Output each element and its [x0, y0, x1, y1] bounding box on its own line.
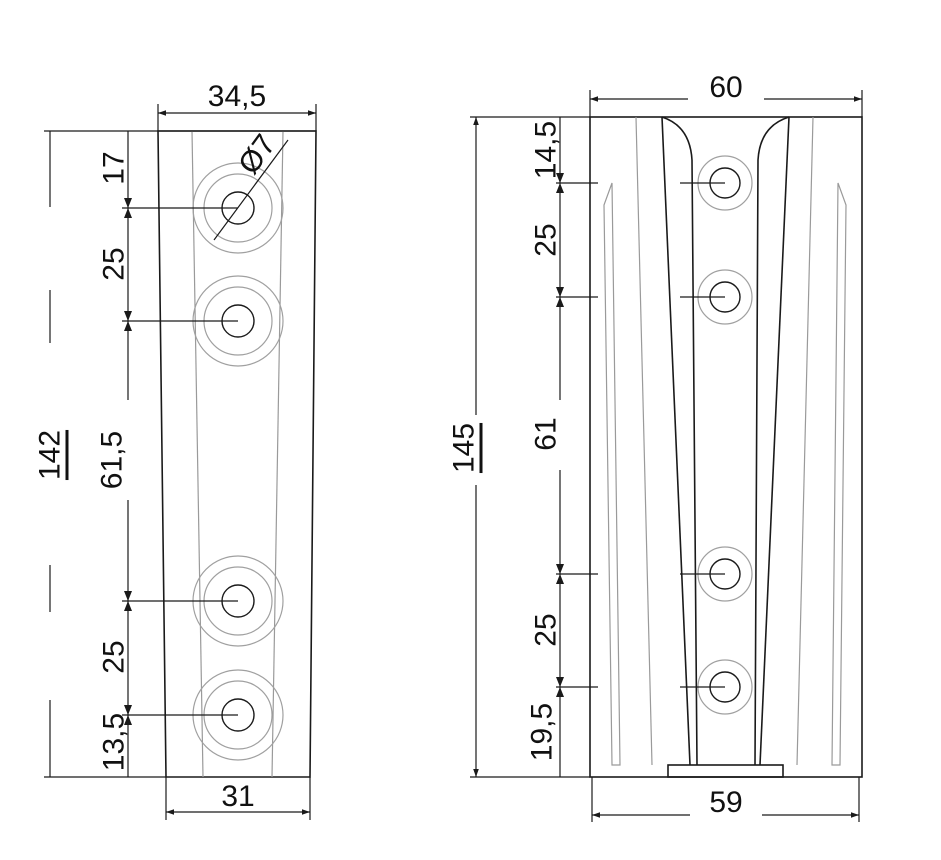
left-spacing-1-label: 17	[98, 151, 131, 184]
hole-diameter-label: Ø7	[232, 129, 282, 181]
right-spacing-4-label: 25	[530, 613, 563, 646]
right-overall-height-dimension: 145	[448, 116, 590, 778]
left-part-outline	[157, 130, 317, 778]
left-top-width-label: 34,5	[208, 80, 266, 113]
left-spacing-2-label: 25	[98, 247, 131, 280]
right-top-width-label: 60	[709, 71, 742, 104]
left-spacing-4-label: 25	[98, 640, 131, 673]
left-bottom-width-label: 31	[221, 780, 254, 813]
left-view: 34,5 31 Ø7 142	[34, 80, 317, 820]
right-spacing-5-label: 19,5	[526, 703, 559, 761]
left-bottom-width-dimension: 31	[165, 777, 311, 820]
right-view: 60 59 145	[448, 71, 863, 822]
right-bottom-width-label: 59	[709, 786, 742, 819]
right-top-width-dimension: 60	[589, 71, 863, 117]
right-bottom-width-dimension: 59	[591, 777, 860, 822]
right-part-outline	[589, 116, 863, 778]
right-spacing-3-label: 61	[530, 417, 563, 450]
right-spacing-1-label: 14,5	[530, 121, 563, 179]
left-chain-dimension: 17 25 61,5 25 13,5	[96, 131, 238, 777]
left-spacing-3-label: 61,5	[96, 431, 129, 489]
right-chain-dimension: 14,5 25 61 25 19,5	[526, 117, 725, 777]
left-spacing-5-label: 13,5	[98, 713, 131, 771]
left-overall-height-dimension: 142	[34, 130, 316, 778]
left-overall-height-label: 142	[34, 430, 67, 480]
right-spacing-2-label: 25	[530, 223, 563, 256]
left-top-width-dimension: 34,5	[157, 80, 317, 131]
right-overall-height-label: 145	[448, 423, 481, 473]
